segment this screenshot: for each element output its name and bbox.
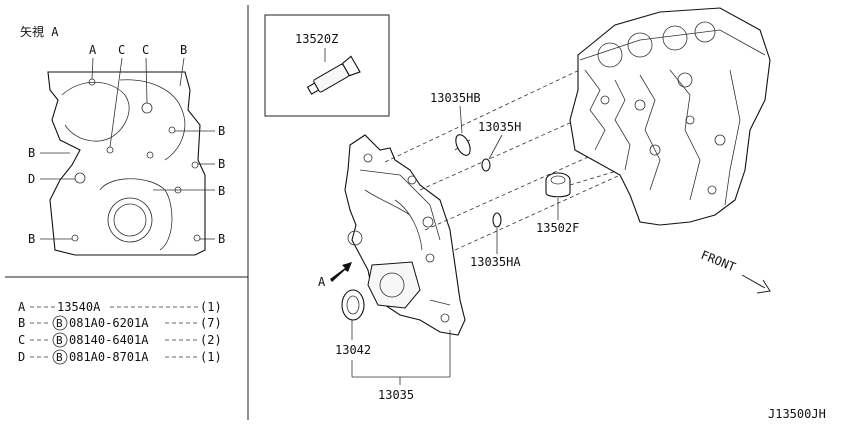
part-label-13035hb: 13035HB xyxy=(430,91,481,105)
legend-quantity: (2) xyxy=(200,333,222,347)
legend-part-number: 08140-6401A xyxy=(69,333,149,347)
legend-quantity: (1) xyxy=(200,300,222,314)
leader-line xyxy=(459,105,463,134)
front-cover-13035 xyxy=(344,134,466,336)
sealant-inset-box xyxy=(264,14,390,117)
leader-line xyxy=(488,134,503,160)
legend-quantity: (7) xyxy=(200,316,222,330)
part-label-13042: 13042 xyxy=(335,343,371,357)
part-label-13502f: 13502F xyxy=(536,221,579,235)
legend-part-number: 13540A xyxy=(57,300,101,314)
legend-key: D xyxy=(18,350,25,364)
view-arrow-label: A xyxy=(318,275,326,289)
sealant-tube-icon xyxy=(306,55,361,95)
callout-letter-c: C xyxy=(118,43,125,57)
legend-row-b: B B 081A0-6201A (7) xyxy=(18,315,222,331)
legend-part-number: 081A0-6201A xyxy=(69,316,149,330)
bolt-symbol-letter: B xyxy=(56,334,63,347)
callout-letter-d: D xyxy=(28,172,35,186)
seal-13035hb xyxy=(455,134,471,156)
part-label-13035ha: 13035HA xyxy=(470,255,521,269)
legend: A 13540A (1) B B 081A0-6201A (7) C B 081… xyxy=(18,300,222,365)
bolt-symbol-icon xyxy=(52,332,68,348)
bolt-symbol-icon xyxy=(52,349,68,365)
front-arrow-icon xyxy=(741,274,771,294)
legend-key: A xyxy=(18,300,26,314)
part-label-13035: 13035 xyxy=(378,388,414,402)
callout-letter-b: B xyxy=(28,146,35,160)
oring-13035ha xyxy=(492,212,502,228)
legend-key: C xyxy=(18,333,25,347)
legend-row-c: C B 08140-6401A (2) xyxy=(18,332,222,348)
oring-13035h xyxy=(481,158,491,172)
dowel-13502f xyxy=(545,172,571,198)
callout-letter-b: B xyxy=(218,157,225,171)
callout-letter-c: C xyxy=(142,43,149,57)
bolt-symbol-letter: B xyxy=(56,351,63,364)
callout-letter-b: B xyxy=(180,43,187,57)
diagram-id: J13500JH xyxy=(768,407,826,421)
callout-letter-b: B xyxy=(218,184,225,198)
bracket-13035 xyxy=(351,330,451,385)
legend-key: B xyxy=(18,316,25,330)
callout-letter-b: B xyxy=(28,232,35,246)
view-arrow-icon xyxy=(330,262,352,282)
legend-row-d: D B 081A0-8701A (1) xyxy=(18,349,222,365)
callout-letter-a: A xyxy=(89,43,97,57)
engine-block xyxy=(569,7,771,226)
view-a-leader-lines xyxy=(40,57,215,240)
part-label-13520z: 13520Z xyxy=(295,32,338,46)
callout-letter-b: B xyxy=(218,124,225,138)
legend-quantity: (1) xyxy=(200,350,222,364)
view-a-cover-outline xyxy=(47,71,206,256)
part-label-13035h: 13035H xyxy=(478,120,521,134)
callout-letter-b: B xyxy=(218,232,225,246)
bolt-symbol-letter: B xyxy=(56,317,63,330)
bolt-symbol-icon xyxy=(52,315,68,331)
view-a-title: 矢視 A xyxy=(20,24,59,39)
legend-row-a: A 13540A (1) xyxy=(18,300,222,314)
oil-seal-13042 xyxy=(341,289,365,321)
legend-part-number: 081A0-8701A xyxy=(69,350,149,364)
front-label: FRONT xyxy=(699,248,738,275)
